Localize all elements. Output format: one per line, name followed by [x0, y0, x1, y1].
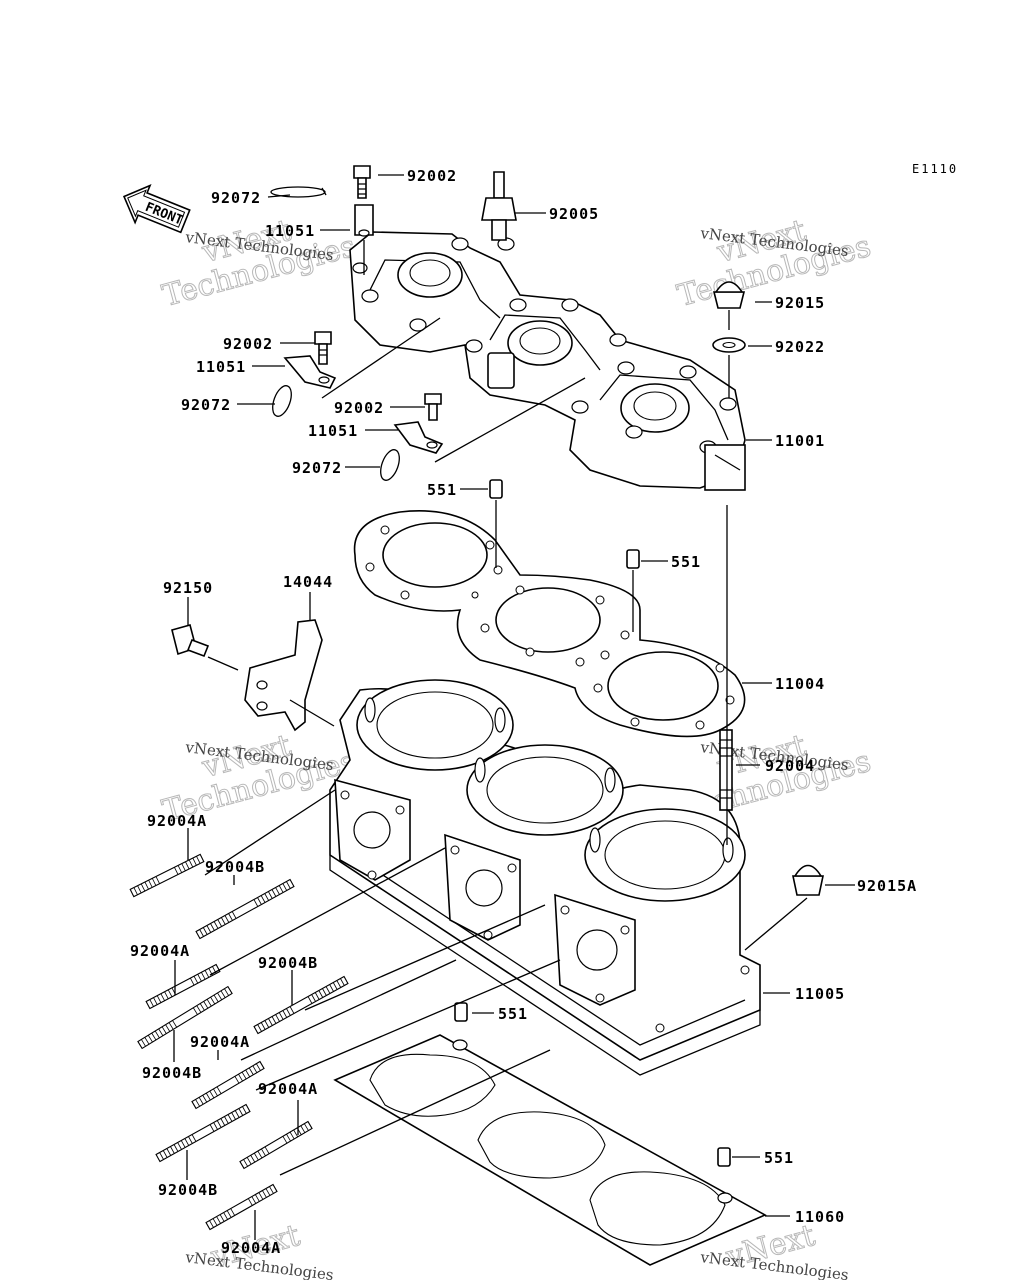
- label-92004A: 92004A: [190, 1033, 250, 1051]
- head-gasket: [353, 510, 746, 738]
- label-92004B: 92004B: [158, 1181, 218, 1199]
- stud-bolt: [239, 1120, 313, 1170]
- diagram-code: E1110: [912, 162, 958, 176]
- dowel-551-b: [626, 549, 640, 569]
- stud-bolt: [155, 1103, 251, 1163]
- dowel-551-d: [717, 1147, 731, 1167]
- cylinder-head: [349, 231, 746, 491]
- bolt-92150: [171, 624, 210, 658]
- label-92004B: 92004B: [142, 1064, 202, 1082]
- label-11051: 11051: [196, 358, 246, 376]
- label-11001: 11001: [775, 432, 825, 450]
- leader-lines: [173, 174, 855, 1240]
- label-551: 551: [498, 1005, 528, 1023]
- label-92072: 92072: [211, 189, 261, 207]
- clip-11051-low: [393, 421, 444, 454]
- bracket-14044: [244, 619, 323, 732]
- label-92004A: 92004A: [258, 1080, 318, 1098]
- part-labels: 92002 92072 92005 11051 92015 92022 9200…: [130, 167, 917, 1257]
- fitting-92005: [481, 171, 517, 241]
- label-551: 551: [427, 481, 457, 499]
- dowel-551-c: [454, 1002, 468, 1022]
- label-92015A: 92015A: [857, 877, 917, 895]
- stud-92004-right: [719, 729, 733, 811]
- label-11004: 11004: [775, 675, 825, 693]
- nut-92015: [712, 281, 746, 309]
- clamp-92072-top: [270, 186, 327, 198]
- label-92004A: 92004A: [221, 1239, 281, 1257]
- label-92004A: 92004A: [130, 942, 190, 960]
- bolt-92002-low: [424, 393, 442, 421]
- label-92005: 92005: [549, 205, 599, 223]
- label-551: 551: [764, 1149, 794, 1167]
- dowel-551-a: [489, 479, 503, 499]
- stud-bolt: [253, 975, 349, 1035]
- label-11005: 11005: [795, 985, 845, 1003]
- stud-bolt: [129, 853, 205, 898]
- label-92004: 92004: [765, 757, 815, 775]
- label-92015: 92015: [775, 294, 825, 312]
- label-92002: 92002: [223, 335, 273, 353]
- clamp-92072-low: [380, 449, 400, 481]
- stud-bolt: [137, 985, 233, 1050]
- label-92002: 92002: [407, 167, 457, 185]
- stud-bolt: [191, 1060, 265, 1110]
- label-11051: 11051: [308, 422, 358, 440]
- nut-92015A: [792, 864, 824, 896]
- washer-92022: [712, 337, 746, 353]
- label-92072: 92072: [181, 396, 231, 414]
- stud-bolt: [195, 878, 295, 940]
- bolt-92002-top: [353, 165, 371, 199]
- label-92002: 92002: [334, 399, 384, 417]
- base-gasket: [333, 1034, 767, 1266]
- label-92004B: 92004B: [205, 858, 265, 876]
- label-551: 551: [671, 553, 701, 571]
- clamp-92072-mid: [272, 385, 292, 417]
- front-arrow-icon: FRONT: [122, 183, 191, 234]
- label-92022: 92022: [775, 338, 825, 356]
- label-92072: 92072: [292, 459, 342, 477]
- label-11060: 11060: [795, 1208, 845, 1226]
- bolt-92002-mid: [314, 331, 332, 365]
- studs-group: [129, 853, 349, 1231]
- label-14044: 14044: [283, 573, 333, 591]
- clip-11051-top: [354, 204, 374, 237]
- cylinder-block: [329, 679, 761, 1076]
- label-92004A: 92004A: [147, 812, 207, 830]
- stud-bolt: [205, 1183, 278, 1231]
- label-92004B: 92004B: [258, 954, 318, 972]
- label-92150: 92150: [163, 579, 213, 597]
- label-11051: 11051: [265, 222, 315, 240]
- clip-11051-mid: [283, 355, 337, 389]
